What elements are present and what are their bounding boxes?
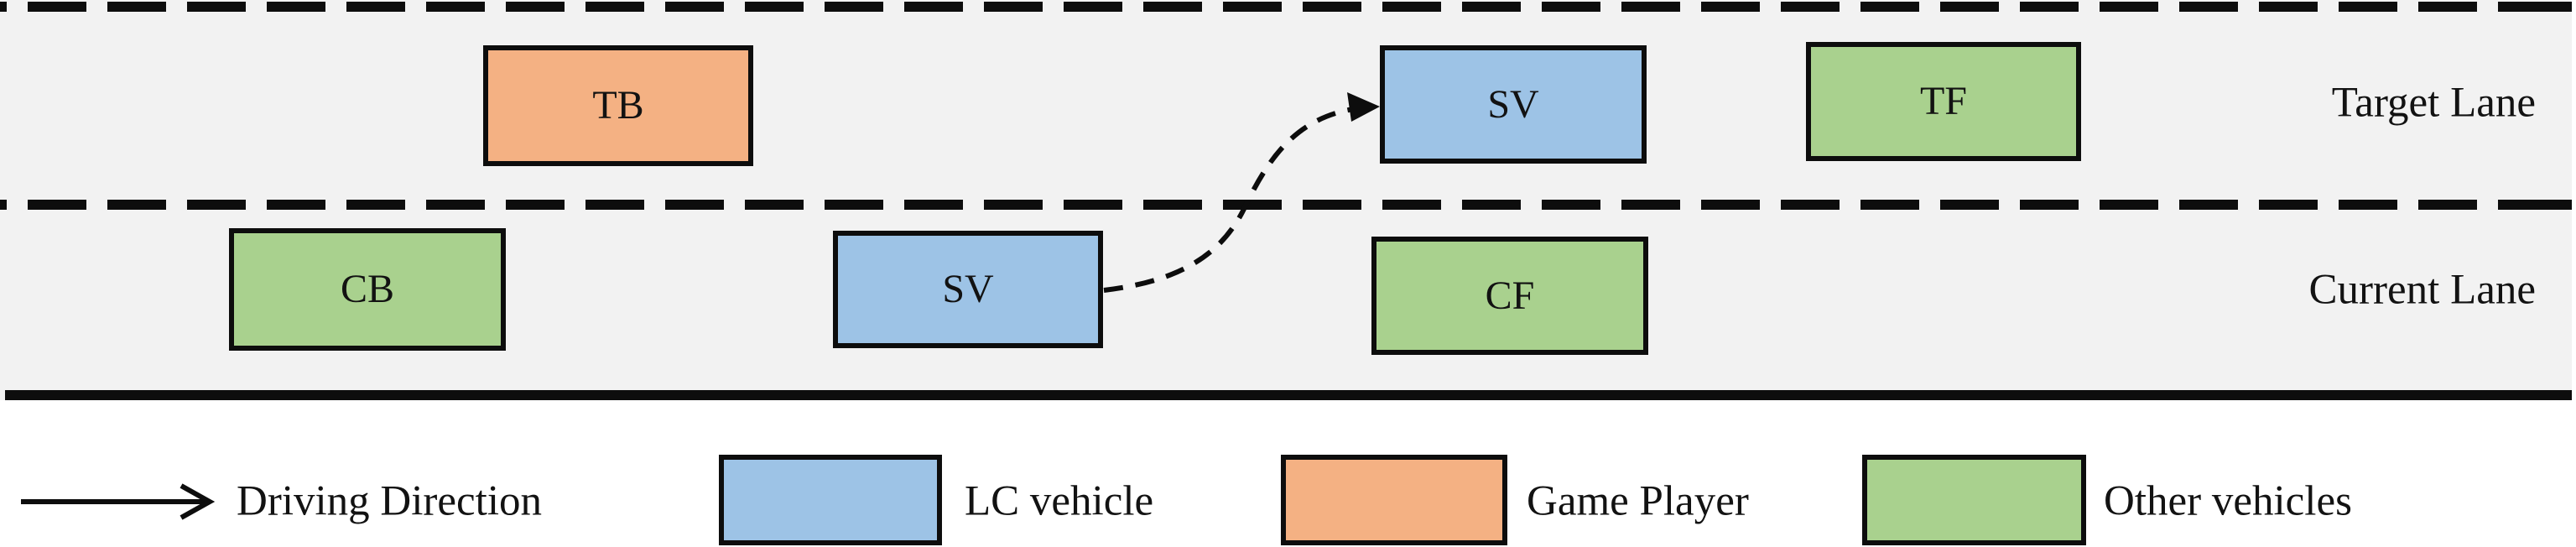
vehicle-sv-target-position: SV [1380,45,1647,164]
vehicle-tb: TB [483,45,753,166]
legend-lc-vehicle-label: LC vehicle [965,477,1154,525]
legend-swatch-game-player [1281,455,1507,545]
legend-driving-direction-label: Driving Direction [237,477,542,525]
vehicle-tf: TF [1806,42,2081,161]
vehicle-sv-current-position: SV [833,231,1103,348]
legend-game-player-label: Game Player [1527,477,1749,525]
driving-direction-arrow-icon [21,483,216,520]
legend-swatch-other-vehicles [1862,455,2086,545]
road-edge-bottom-solid-line [5,390,2572,400]
legend-other-vehicles-label: Other vehicles [2104,477,2352,525]
lane-divider-dashed-line [0,200,2572,210]
target-lane-label: Target Lane [2331,79,2536,127]
vehicle-tf-label: TF [1919,79,1967,123]
vehicle-cf-label: CF [1485,273,1535,318]
vehicle-cf: CF [1371,237,1648,355]
vehicle-sv-current-label: SV [942,267,994,311]
vehicle-sv-target-label: SV [1487,81,1539,127]
vehicle-cb-label: CB [340,267,395,311]
current-lane-label: Current Lane [2308,266,2536,314]
road-edge-top-dashed-line [0,2,2572,12]
legend-swatch-lc-vehicle [719,455,942,545]
vehicle-tb-label: TB [592,83,644,128]
vehicle-cb: CB [229,228,506,351]
